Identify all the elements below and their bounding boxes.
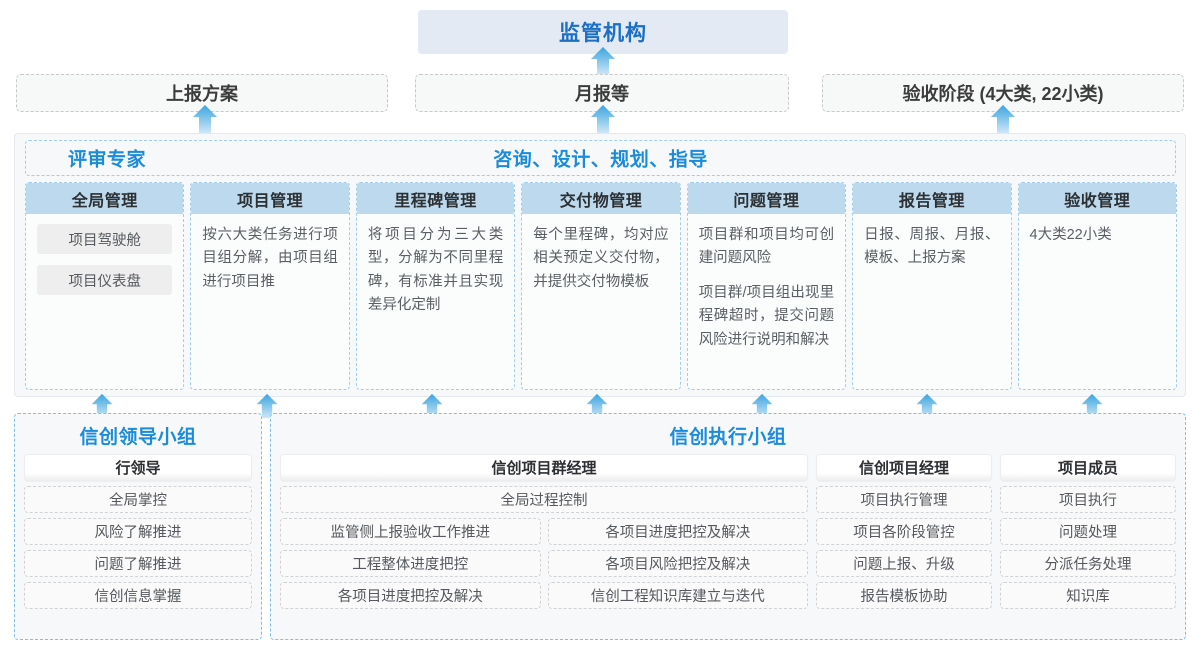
role-duty[interactable]: 各项目进度把控及解决 — [547, 518, 808, 545]
program-manager-duty-split: 监管侧上报验收工作推进 工程整体进度把控 各项目进度把控及解决 各项目进度把控及… — [280, 518, 808, 609]
module-body: 日报、周报、月报、模板、上报方案 — [853, 214, 1010, 389]
role-duty[interactable]: 风险了解推进 — [24, 518, 252, 545]
module-paragraph: 项目群和项目均可创建问题风险 — [698, 227, 835, 267]
arrow-up-icon-module-6 — [914, 393, 940, 419]
module-body: 将项目分为三大类型，分解为不同里程碑，有标准并且实现差异化定制 — [357, 214, 514, 389]
module-title: 验收管理 — [1018, 183, 1176, 214]
role-duty[interactable]: 信创工程知识库建立与迭代 — [547, 582, 808, 609]
arrow-up-icon-to-regulator — [590, 46, 616, 76]
role-card-project-manager: 信创项目经理 项目执行管理 项目各阶段管控 问题上报、升级 报告模板协助 — [816, 454, 992, 609]
role-duty[interactable]: 问题了解推进 — [24, 550, 252, 577]
module-body: 4大类22小类 — [1019, 214, 1176, 389]
role-duty[interactable]: 分派任务处理 — [1000, 550, 1176, 577]
role-duty[interactable]: 问题处理 — [1000, 518, 1176, 545]
arrow-up-icon-module-5 — [749, 393, 775, 419]
role-duty[interactable]: 各项目进度把控及解决 — [280, 582, 541, 609]
role-duty-full[interactable]: 全局过程控制 — [280, 486, 808, 513]
role-card-program-manager: 信创项目群经理 全局过程控制 监管侧上报验收工作推进 工程整体进度把控 各项目进… — [280, 454, 808, 609]
module-report-management[interactable]: 报告管理 日报、周报、月报、模板、上报方案 — [852, 182, 1012, 390]
arrow-up-icon-module-3 — [419, 393, 445, 419]
arrow-up-icon-module-2 — [254, 393, 280, 419]
teams-row: 信创领导小组 行领导 全局掌控 风险了解推进 问题了解推进 信创信息掌握 信创执… — [14, 413, 1186, 640]
module-project-management[interactable]: 项目管理 按六大类任务进行项目组分解，由项目组进行项目推 — [190, 182, 350, 390]
arrow-up-icon-module-4 — [584, 393, 610, 419]
role-duty[interactable]: 报告模板协助 — [816, 582, 992, 609]
module-global-management[interactable]: 全局管理 项目驾驶舱 项目仪表盘 — [25, 182, 185, 390]
role-title: 信创项目群经理 — [280, 454, 808, 481]
platform-panel: 评审专家 咨询、设计、规划、指导 全局管理 项目驾驶舱 项目仪表盘 项目管理 按… — [14, 133, 1186, 397]
role-duty[interactable]: 知识库 — [1000, 582, 1176, 609]
module-acceptance-management[interactable]: 验收管理 4大类22小类 — [1017, 182, 1177, 390]
arrow-up-icon-module-1 — [89, 393, 115, 419]
reviewer-label: 评审专家 — [68, 149, 147, 171]
module-title: 全局管理 — [26, 183, 184, 214]
module-body: 项目驾驶舱 项目仪表盘 — [26, 214, 183, 389]
module-paragraph: 将项目分为三大类型，分解为不同里程碑，有标准并且实现差异化定制 — [367, 227, 504, 314]
exec-group-panel: 信创执行小组 信创项目群经理 全局过程控制 监管侧上报验收工作推进 工程整体进度… — [270, 413, 1186, 640]
role-title: 项目成员 — [1000, 454, 1176, 481]
program-manager-duties-right: 各项目进度把控及解决 各项目风险把控及解决 信创工程知识库建立与迭代 — [547, 518, 808, 609]
role-duty[interactable]: 各项目风险把控及解决 — [547, 550, 808, 577]
role-title: 信创项目经理 — [816, 454, 992, 481]
role-duty[interactable]: 项目执行管理 — [816, 486, 992, 513]
leading-group-panel: 信创领导小组 行领导 全局掌控 风险了解推进 问题了解推进 信创信息掌握 — [14, 413, 262, 640]
module-title: 问题管理 — [687, 183, 846, 214]
role-card-bank-leader: 行领导 全局掌控 风险了解推进 问题了解推进 信创信息掌握 — [24, 454, 252, 609]
arrow-up-icon-to-monthly — [590, 104, 616, 134]
report-box-acceptance: 验收阶段 (4大类, 22小类) — [822, 74, 1184, 112]
services-label: 咨询、设计、规划、指导 — [493, 149, 708, 171]
module-body: 项目群和项目均可创建问题风险 项目群/项目组出现里程碑超时，提交问题风险进行说明… — [688, 214, 845, 389]
chip-item[interactable]: 项目仪表盘 — [37, 265, 173, 295]
arrow-up-icon-to-acceptance — [990, 104, 1016, 134]
module-body: 按六大类任务进行项目组分解，由项目组进行项目推 — [191, 214, 348, 389]
role-duty[interactable]: 工程整体进度把控 — [280, 550, 541, 577]
role-duty[interactable]: 全局掌控 — [24, 486, 252, 513]
report-box-monthly: 月报等 — [415, 74, 789, 112]
role-title: 行领导 — [24, 454, 252, 481]
module-paragraph: 每个里程碑，均对应相关预定义交付物，并提供交付物模板 — [533, 227, 669, 290]
module-paragraph: 按六大类任务进行项目组分解，由项目组进行项目推 — [202, 227, 338, 290]
module-milestone-management[interactable]: 里程碑管理 将项目分为三大类型，分解为不同里程碑，有标准并且实现差异化定制 — [355, 182, 516, 390]
role-card-project-member: 项目成员 项目执行 问题处理 分派任务处理 知识库 — [1000, 454, 1176, 609]
program-manager-duties-left: 监管侧上报验收工作推进 工程整体进度把控 各项目进度把控及解决 — [280, 518, 541, 609]
module-title: 报告管理 — [853, 183, 1011, 214]
chip-item[interactable]: 项目驾驶舱 — [37, 224, 173, 254]
leading-group-title: 信创领导小组 — [79, 426, 197, 448]
arrow-up-icon-module-7 — [1079, 393, 1105, 419]
regulator-box: 监管机构 — [418, 10, 788, 54]
module-body: 每个里程碑，均对应相关预定义交付物，并提供交付物模板 — [522, 214, 679, 389]
module-paragraph: 项目群/项目组出现里程碑超时，提交问题风险进行说明和解决 — [698, 284, 835, 348]
exec-role-columns: 信创项目群经理 全局过程控制 监管侧上报验收工作推进 工程整体进度把控 各项目进… — [280, 454, 1176, 609]
module-deliverable-management[interactable]: 交付物管理 每个里程碑，均对应相关预定义交付物，并提供交付物模板 — [521, 182, 681, 390]
module-row: 全局管理 项目驾驶舱 项目仪表盘 项目管理 按六大类任务进行项目组分解，由项目组… — [25, 182, 1177, 390]
role-duty[interactable]: 项目各阶段管控 — [816, 518, 992, 545]
module-title: 项目管理 — [191, 183, 349, 214]
module-title: 里程碑管理 — [356, 183, 515, 214]
arrow-up-icon-to-plan — [192, 104, 218, 134]
module-paragraph: 日报、周报、月报、模板、上报方案 — [864, 227, 1000, 267]
module-paragraph: 4大类22小类 — [1029, 227, 1112, 243]
module-title: 交付物管理 — [522, 183, 680, 214]
role-duty[interactable]: 项目执行 — [1000, 486, 1176, 513]
role-duty[interactable]: 信创信息掌握 — [24, 582, 252, 609]
module-issue-management[interactable]: 问题管理 项目群和项目均可创建问题风险 项目群/项目组出现里程碑超时，提交问题风… — [686, 182, 847, 390]
role-duty[interactable]: 问题上报、升级 — [816, 550, 992, 577]
exec-group-title: 信创执行小组 — [669, 426, 787, 448]
platform-header: 评审专家 咨询、设计、规划、指导 — [25, 140, 1176, 176]
role-duty[interactable]: 监管侧上报验收工作推进 — [280, 518, 541, 545]
